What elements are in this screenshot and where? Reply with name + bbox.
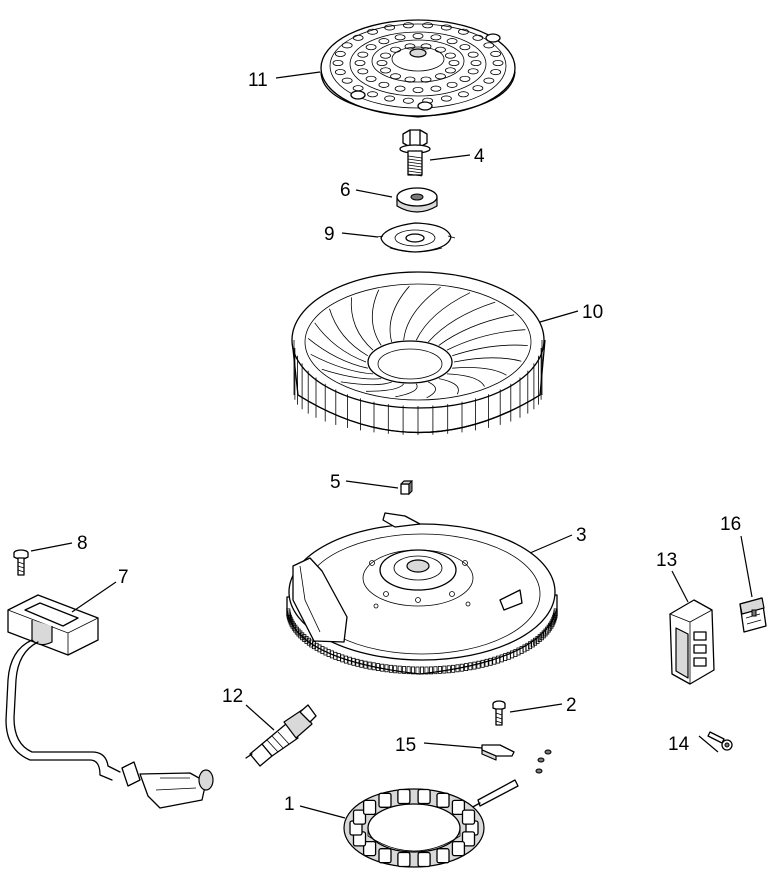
callout-1: 1 <box>284 794 295 815</box>
part-fan-retainer-plate[interactable] <box>376 222 456 253</box>
leader-lines <box>30 71 753 819</box>
part-flywheel[interactable] <box>286 512 558 675</box>
callout-4: 4 <box>474 146 485 167</box>
part-fan-screen[interactable] <box>320 19 516 118</box>
part-flywheel-screw[interactable] <box>492 700 506 726</box>
callout-9: 9 <box>324 224 335 245</box>
callout-2: 2 <box>566 695 577 716</box>
callout-13: 13 <box>656 550 677 571</box>
part-stator[interactable] <box>343 779 519 868</box>
callout-15: 15 <box>395 735 416 756</box>
callout-labels: 11 4 6 9 10 5 3 8 7 13 16 12 2 15 14 1 <box>77 70 741 815</box>
part-regulator-connector[interactable] <box>739 597 767 633</box>
callout-14: 14 <box>668 734 690 755</box>
part-spark-plug[interactable] <box>245 704 317 767</box>
callout-3: 3 <box>576 525 587 546</box>
callout-12: 12 <box>222 686 243 707</box>
callout-10: 10 <box>582 302 603 323</box>
callout-8: 8 <box>77 533 88 554</box>
part-flywheel-key[interactable] <box>400 479 413 496</box>
part-ignition-coil[interactable] <box>5 594 214 809</box>
callout-7: 7 <box>118 567 129 588</box>
part-wire-clamp[interactable] <box>481 744 552 774</box>
part-flywheel-bolt[interactable] <box>399 129 431 177</box>
callout-16: 16 <box>720 514 741 535</box>
callout-5: 5 <box>330 472 341 493</box>
callout-11: 11 <box>248 70 268 91</box>
part-coil-mounting-screw[interactable] <box>13 549 29 576</box>
part-cooling-fan[interactable] <box>291 271 546 435</box>
part-voltage-regulator[interactable] <box>669 599 715 685</box>
part-flywheel-washer[interactable] <box>396 187 438 213</box>
part-regulator-screw[interactable] <box>707 731 733 751</box>
callout-6: 6 <box>340 180 351 201</box>
